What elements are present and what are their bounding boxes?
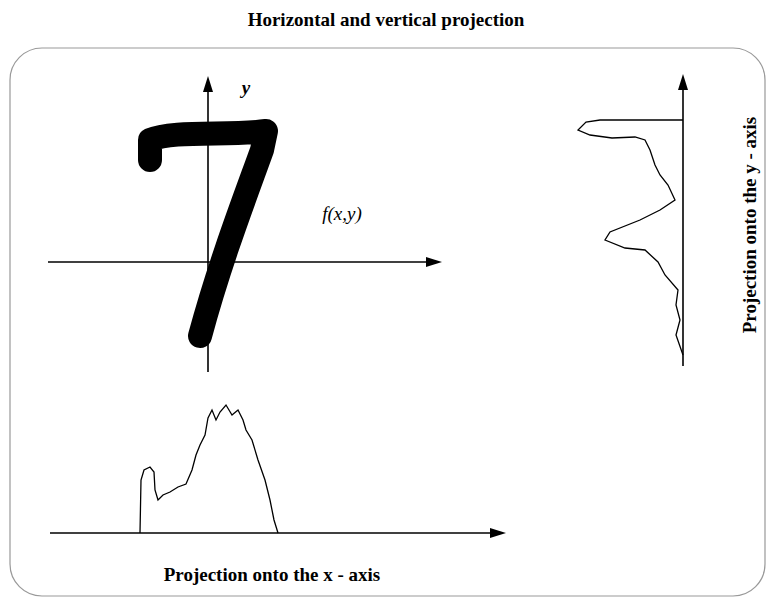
y-axis xyxy=(682,88,684,366)
arrow-head xyxy=(203,76,213,92)
x-axis xyxy=(50,532,492,534)
arrow-head xyxy=(678,74,688,90)
y-projection-curve xyxy=(578,120,683,355)
arrow-head xyxy=(490,528,506,538)
axis-caption: Projection onto the x - axis xyxy=(164,564,381,586)
arrow-head xyxy=(426,257,442,267)
title: Horizontal and vertical projection xyxy=(248,9,525,31)
function-label: f(x,y) xyxy=(322,203,362,225)
frame xyxy=(10,48,765,596)
axis-caption: Projection onto the y - axis xyxy=(739,117,761,334)
x-axis xyxy=(48,261,428,263)
x-projection-curve xyxy=(140,405,278,533)
axis-label: y xyxy=(242,77,250,99)
digit-image xyxy=(150,131,266,336)
